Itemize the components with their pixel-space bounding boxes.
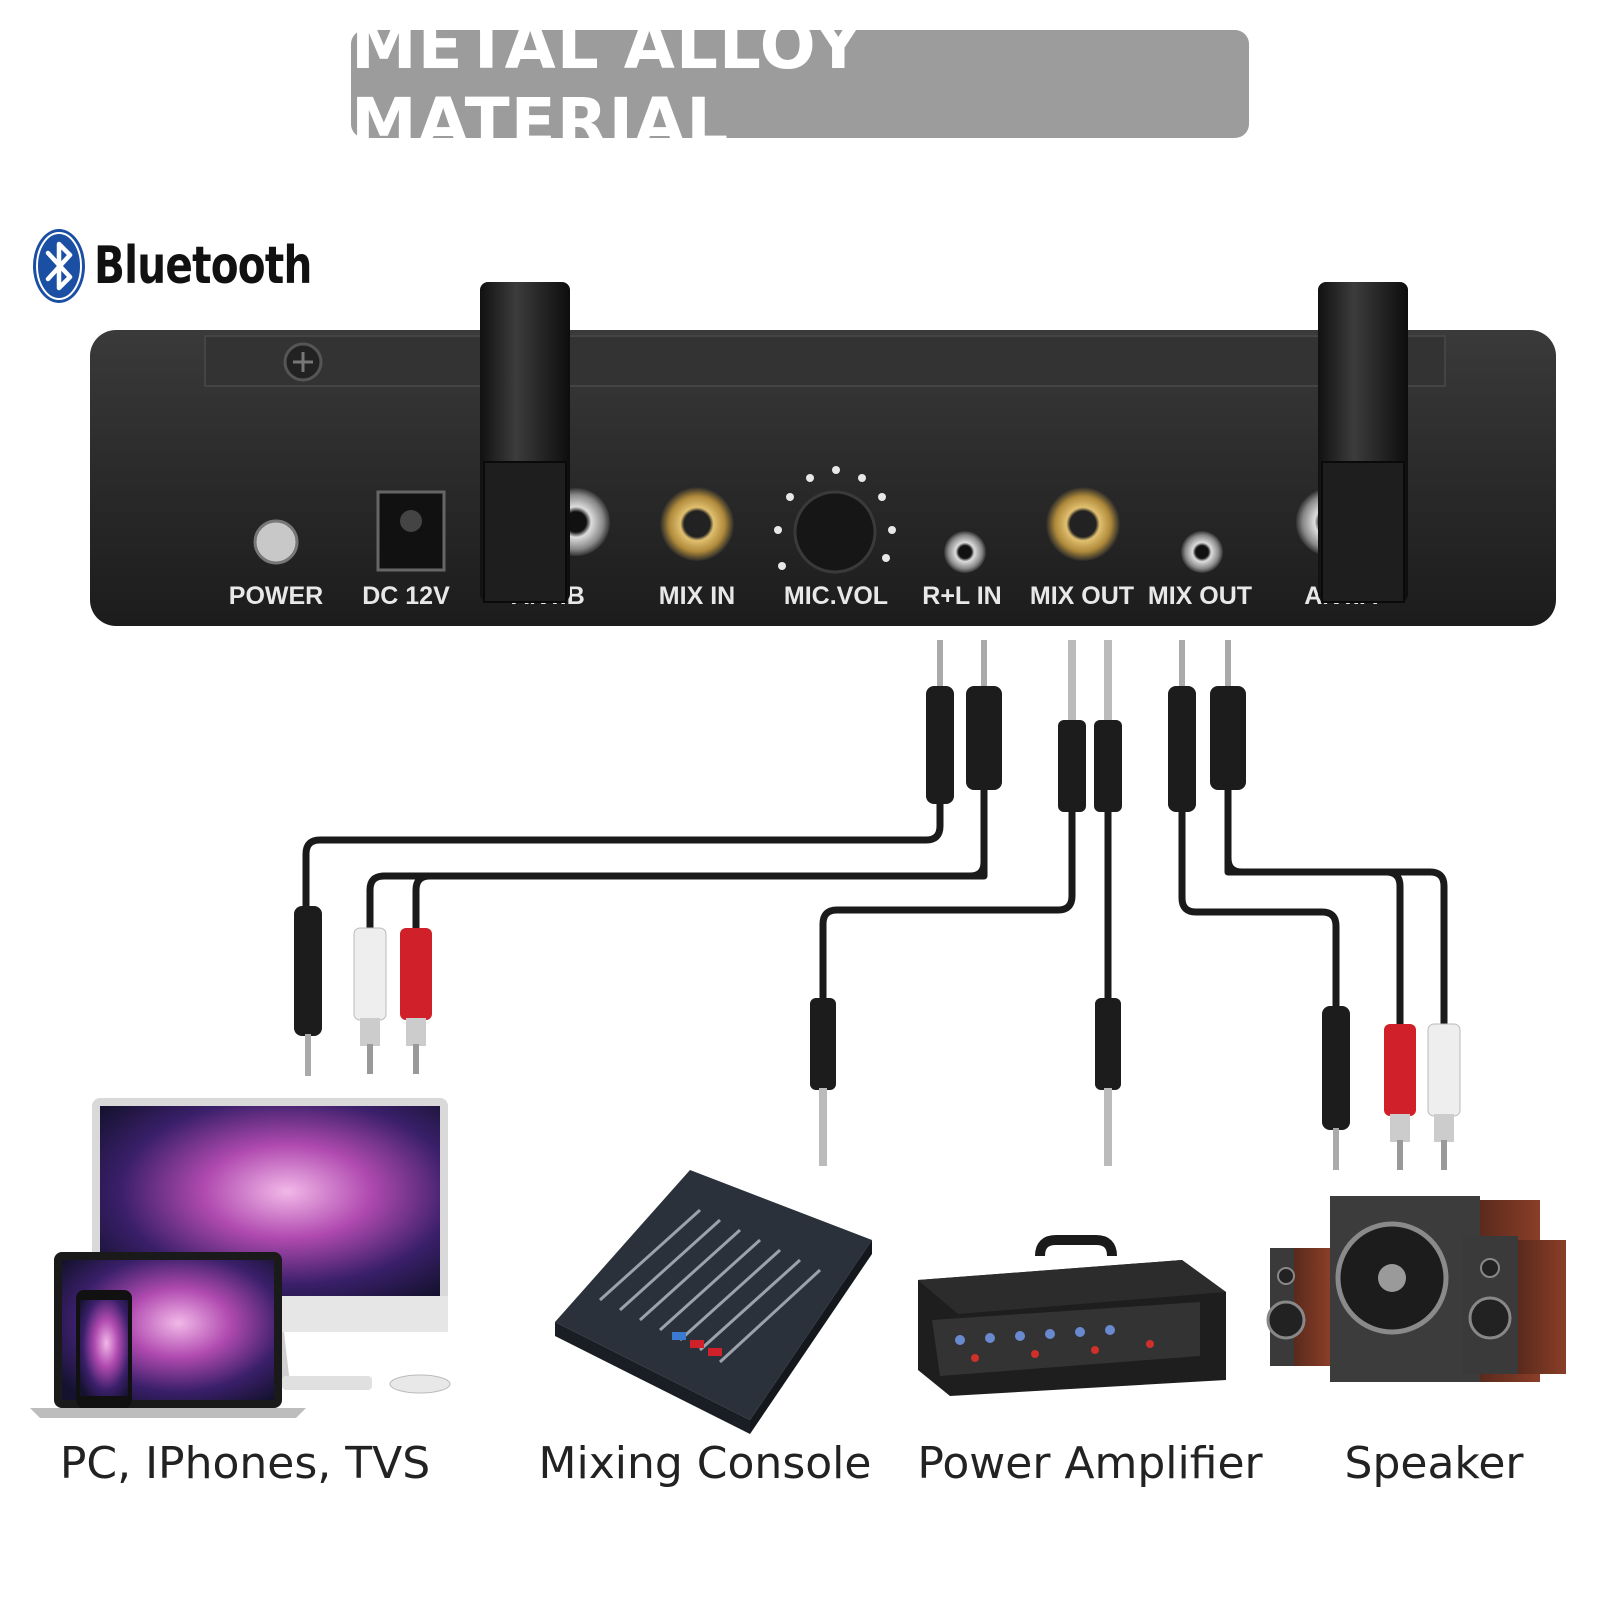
mini-plug [966,640,1002,790]
port-label-power: POWER [229,582,323,610]
port-label-mixout-2: MIX OUT [1148,582,1252,610]
receiver-back-panel: POWER DC 12V ANT.B MIX IN MIC.VOL R+L IN… [90,330,1556,626]
bottom-plugs [294,906,1461,1170]
bluetooth-logo: Bluetooth [32,228,373,304]
device-label-pc: PC, IPhones, TVS [59,1438,431,1489]
device-label-mixer: Mixing Console [538,1438,872,1489]
mini-plug [1322,1006,1350,1170]
mini-plug [294,906,322,1076]
mix-out-mini-jack [1181,531,1223,573]
device-label-speaker: Speaker [1344,1438,1524,1489]
mix-out-quarter-jack [1046,487,1120,561]
device-label-amp: Power Amplifier [917,1438,1263,1489]
monitor-laptop-phone-icon [30,1098,451,1418]
mic-volume-knob[interactable] [774,466,896,574]
mixing-console-icon [555,1170,872,1434]
quarter-plug [1058,640,1086,812]
power-button[interactable] [253,519,299,565]
mix-in-jack [660,487,734,561]
speaker-icon [1266,1196,1566,1382]
mini-plug [1168,640,1196,812]
cables [302,784,1448,1030]
quarter-plug [810,998,836,1166]
banner-title: METAL ALLOY MATERIAL [351,7,864,161]
rca-white-plug [353,927,387,1074]
bluetooth-label: Bluetooth [94,236,312,296]
rca-red-plug [1384,1024,1416,1170]
port-label-dc12v: DC 12V [362,582,450,610]
port-label-mixin: MIX IN [659,582,735,610]
title-banner: METAL ALLOY MATERIAL [351,7,1249,161]
quarter-plug [1094,640,1122,812]
mini-plug [1210,640,1246,790]
power-amplifier-icon [918,1235,1226,1396]
top-plugs [926,640,1246,812]
quarter-plug [1095,998,1121,1166]
bluetooth-icon [33,229,85,303]
antenna-b [480,282,570,603]
port-label-mixout-1: MIX OUT [1030,582,1134,610]
port-label-rlin: R+L IN [922,582,1001,610]
mini-plug [926,640,954,804]
port-label-micvol: MIC.VOL [784,582,888,610]
rca-white-plug [1427,1023,1461,1170]
rl-in-jack [944,531,986,573]
antenna-a [1318,282,1408,603]
rca-red-plug [400,928,432,1074]
